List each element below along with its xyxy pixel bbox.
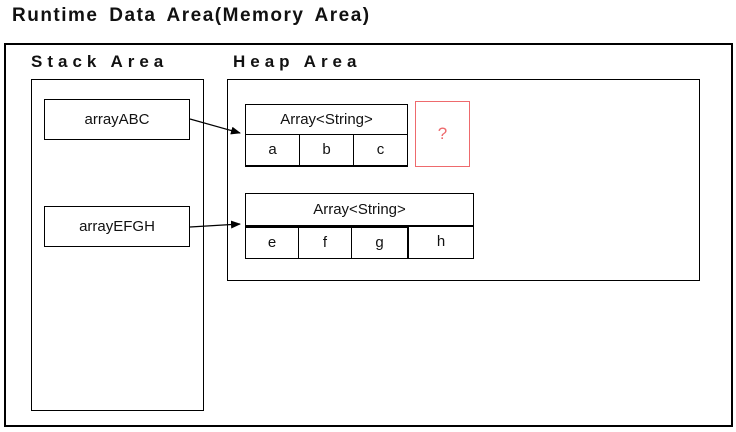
stack-frame-arrayABC: arrayABC <box>44 99 190 140</box>
stack-area-label: Stack Area <box>31 52 169 71</box>
heap-array-abc: Array<String> a b c <box>245 104 408 167</box>
array-cell: h <box>407 226 473 258</box>
array-cell: c <box>376 141 385 158</box>
stack-frame-arrayEFGH: arrayEFGH <box>44 206 190 247</box>
diagram-title: Runtime Data Area(Memory Area) <box>12 5 371 26</box>
runtime-data-area-frame <box>4 43 733 427</box>
array-cell: f <box>299 226 352 258</box>
unknown-reference-box: ? <box>415 101 470 167</box>
array-cell: a <box>246 135 300 165</box>
heap-array-efgh: Array<String> e f g h <box>245 193 474 259</box>
heap-area-label: Heap Area <box>233 52 362 71</box>
array-cell: g <box>352 226 407 258</box>
heap-array-efgh-cells: e f g h <box>245 226 474 259</box>
array-cell: b <box>300 135 354 165</box>
heap-array-abc-cells: a b c <box>245 135 408 167</box>
array-cell: e <box>246 226 299 258</box>
heap-array-abc-type-label: Array<String> <box>245 104 408 135</box>
heap-array-efgh-type-label: Array<String> <box>245 193 474 226</box>
